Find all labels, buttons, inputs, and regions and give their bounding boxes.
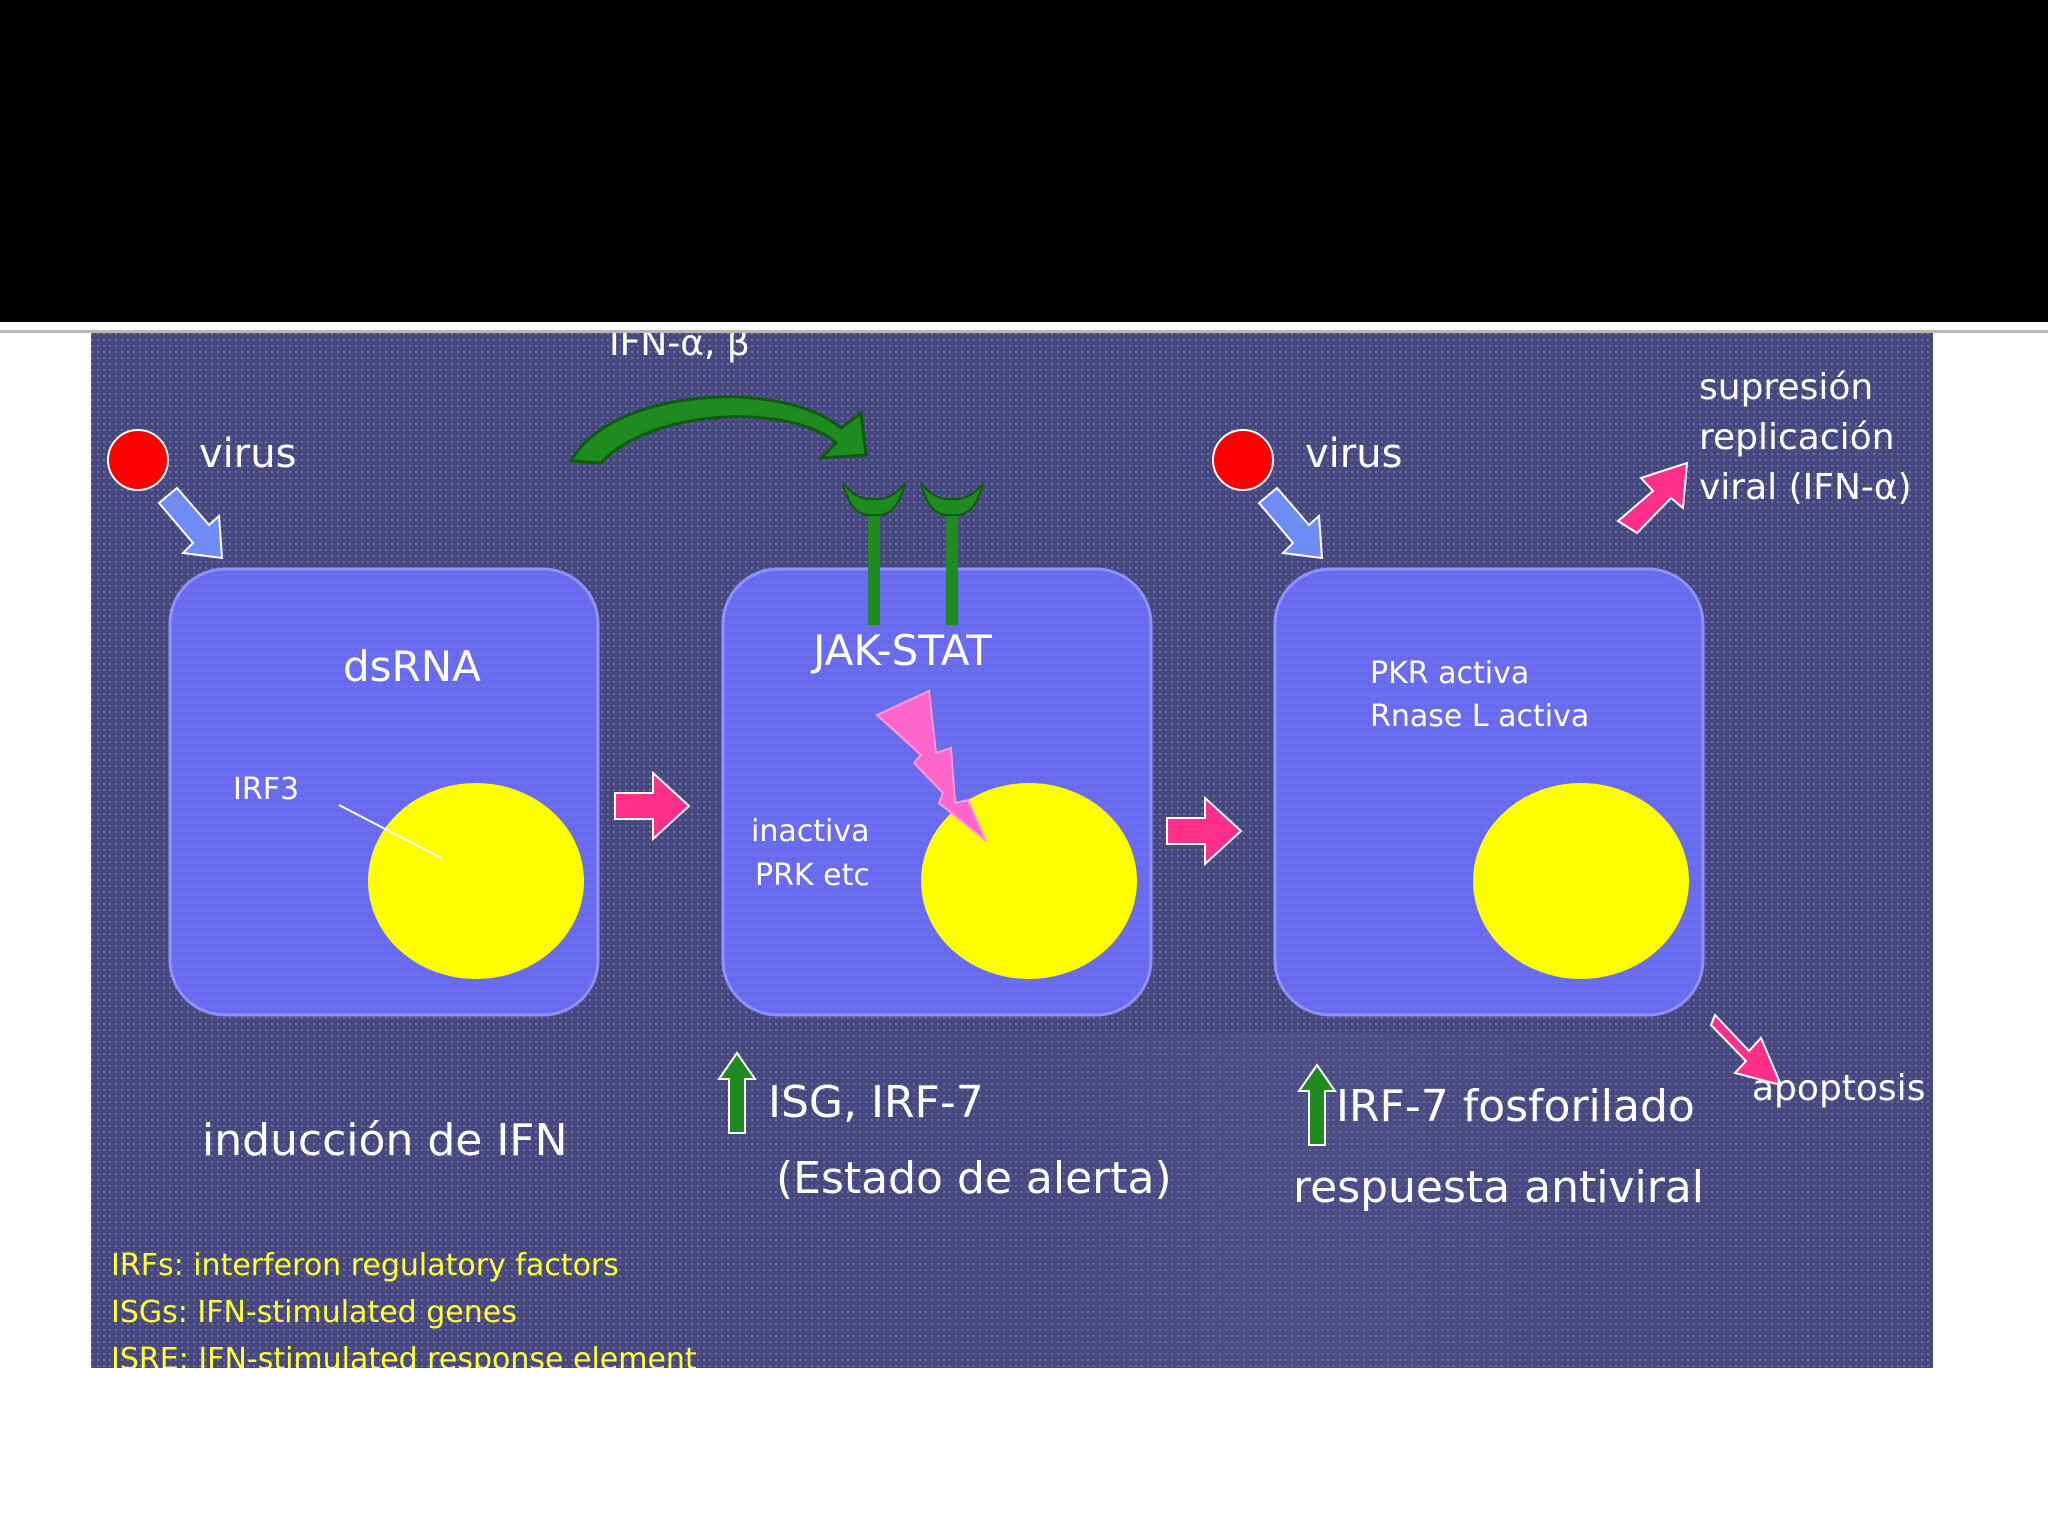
suppression-label-1: supresión xyxy=(1699,367,1873,408)
cell-1: dsRNA IRF3 xyxy=(168,567,600,1017)
cell-2-sub-label-2: PRK etc xyxy=(755,858,870,893)
interferon-diagram: IFN-α, β dsRNA IRF3 virus JAK-STAT inact… xyxy=(91,333,1933,1368)
apoptosis-arrow-icon xyxy=(1709,1013,1783,1087)
receptor-icon xyxy=(920,482,984,625)
legend-item-isgs: ISGs: IFN-stimulated genes xyxy=(111,1295,517,1330)
cell-3-caption-1: IRF-7 fosforilado xyxy=(1336,1081,1695,1132)
cell-3: PKR activa Rnase L activa xyxy=(1273,567,1705,1017)
cell-2-caption-1: ISG, IRF-7 xyxy=(768,1077,984,1128)
title-bar xyxy=(0,0,2048,322)
ifn-label: IFN-α, β xyxy=(609,333,750,364)
receptor-icon xyxy=(842,482,906,625)
cell-3-virus-label: virus xyxy=(1305,431,1402,477)
green-up-arrow-icon xyxy=(717,1051,757,1134)
pink-arrow-icon xyxy=(614,770,691,842)
cell-1-caption: inducción de IFN xyxy=(202,1115,568,1166)
curved-green-arrow-icon xyxy=(568,395,868,465)
lightning-bolt-icon xyxy=(875,689,987,842)
cell-3-inner-label-2: Rnase L activa xyxy=(1370,699,1589,734)
cell-3-nucleus xyxy=(1473,783,1689,979)
virus-icon xyxy=(107,429,169,491)
cell-2-inner-label: JAK-STAT xyxy=(810,626,992,675)
irf3-pointer xyxy=(338,804,442,859)
suppression-label-3: viral (IFN-α) xyxy=(1699,467,1912,508)
title-divider xyxy=(0,330,2048,333)
green-up-arrow-icon xyxy=(1297,1063,1337,1146)
legend-item-irfs: IRFs: interferon regulatory factors xyxy=(111,1248,619,1283)
cell-2: JAK-STAT inactiva PRK etc xyxy=(721,567,1153,1017)
virus-icon xyxy=(1212,429,1274,491)
virus-entry-arrow-icon xyxy=(157,486,224,560)
cell-3-caption-2: respuesta antiviral xyxy=(1293,1162,1704,1213)
cell-1-sub-label: IRF3 xyxy=(233,772,299,807)
suppression-label-2: replicación xyxy=(1699,417,1895,458)
cell-2-sub-label-1: inactiva xyxy=(751,814,869,849)
apoptosis-label: apoptosis xyxy=(1752,1068,1925,1109)
cell-1-inner-label: dsRNA xyxy=(343,642,481,691)
suppression-arrow-icon xyxy=(1616,461,1689,535)
cell-2-caption-2: (Estado de alerta) xyxy=(776,1153,1172,1204)
cell-1-virus-label: virus xyxy=(199,431,296,477)
cell-1-nucleus xyxy=(368,783,584,979)
pink-arrow-icon xyxy=(1166,795,1243,867)
cell-3-inner-label-1: PKR activa xyxy=(1370,656,1529,691)
virus-entry-arrow-icon xyxy=(1257,486,1324,560)
legend-item-isre: ISRE: IFN-stimulated response element xyxy=(111,1342,697,1368)
